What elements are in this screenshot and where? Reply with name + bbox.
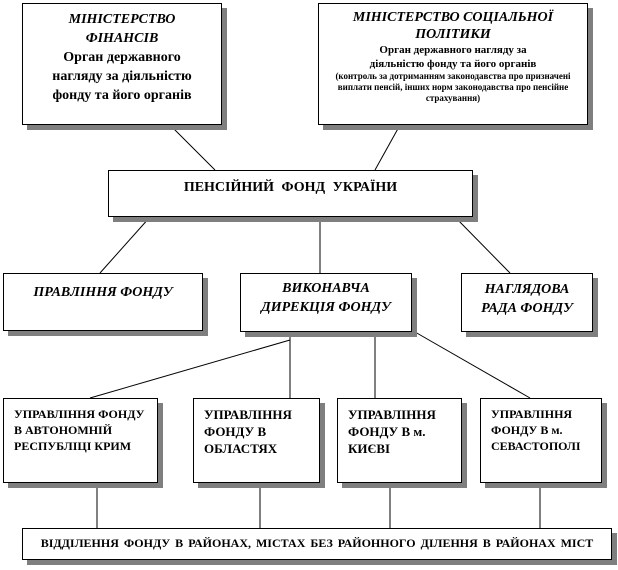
board-box: ПРАВЛІННЯ ФОНДУ bbox=[3, 273, 203, 331]
executive-box: ВИКОНАВЧА ДИРЕКЦІЯ ФОНДУ bbox=[240, 273, 412, 332]
ministry-finance-desc: Орган державного нагляду за діяльністю ф… bbox=[52, 50, 192, 103]
pension-fund-box: ПЕНСІЙНИЙ ФОНД УКРАЇНИ bbox=[108, 170, 473, 217]
pension-fund-title: ПЕНСІЙНИЙ ФОНД УКРАЇНИ bbox=[183, 180, 398, 195]
supervisory-title: НАГЛЯДОВА РАДА ФОНДУ bbox=[481, 282, 573, 316]
oblasts-box: УПРАВЛІННЯ ФОНДУ В ОБЛАСТЯХ bbox=[193, 398, 320, 483]
line-finance-to-fund bbox=[169, 124, 216, 171]
ministry-social-box: МІНІСТЕРСТВО СОЦІАЛЬНОЇ ПОЛІТИКИ Орган д… bbox=[318, 3, 588, 125]
crimea-box: УПРАВЛІННЯ ФОНДУ В АВТОНОМНІЙ РЕСПУБЛІЦІ… bbox=[3, 398, 158, 483]
kyiv-box: УПРАВЛІННЯ ФОНДУ В м. КИЄВІ bbox=[337, 398, 462, 483]
line-exec-to-crimea bbox=[89, 339, 291, 399]
executive-title: ВИКОНАВЧА ДИРЕКЦІЯ ФОНДУ bbox=[261, 281, 391, 315]
ministry-social-title: МІНІСТЕРСТВО СОЦІАЛЬНОЇ ПОЛІТИКИ bbox=[352, 10, 554, 42]
crimea-text: УПРАВЛІННЯ ФОНДУ В АВТОНОМНІЙ РЕСПУБЛІЦІ… bbox=[14, 407, 145, 453]
districts-text: ВІДДІЛЕННЯ ФОНДУ В РАЙОНАХ, МІСТАХ БЕЗ Р… bbox=[40, 536, 594, 550]
line-fund-to-supervisory bbox=[454, 216, 511, 274]
oblasts-text: УПРАВЛІННЯ ФОНДУ В ОБЛАСТЯХ bbox=[204, 407, 292, 456]
ministry-social-note: (контроль за дотриманням законодавства п… bbox=[335, 71, 571, 103]
ministry-social-desc: Орган державного нагляду за діяльністю ф… bbox=[369, 44, 537, 70]
kyiv-text: УПРАВЛІННЯ ФОНДУ В м. КИЄВІ bbox=[348, 407, 436, 456]
sevastopol-text: УПРАВЛІННЯ ФОНДУ В м. СЕВАСТОПОЛІ bbox=[491, 407, 581, 453]
districts-box: ВІДДІЛЕННЯ ФОНДУ В РАЙОНАХ, МІСТАХ БЕЗ Р… bbox=[22, 528, 612, 560]
sevastopol-box: УПРАВЛІННЯ ФОНДУ В м. СЕВАСТОПОЛІ bbox=[480, 398, 602, 483]
ministry-finance-box: МІНІСТЕРСТВО ФІНАНСІВ Орган державного н… bbox=[22, 3, 222, 125]
line-fund-to-board bbox=[99, 216, 151, 274]
line-social-to-fund bbox=[374, 124, 401, 171]
board-title: ПРАВЛІННЯ ФОНДУ bbox=[33, 285, 173, 300]
supervisory-box: НАГЛЯДОВА РАДА ФОНДУ bbox=[461, 273, 593, 332]
line-exec-to-sevastopol bbox=[414, 331, 531, 399]
ministry-finance-title: МІНІСТЕРСТВО ФІНАНСІВ bbox=[68, 12, 176, 46]
